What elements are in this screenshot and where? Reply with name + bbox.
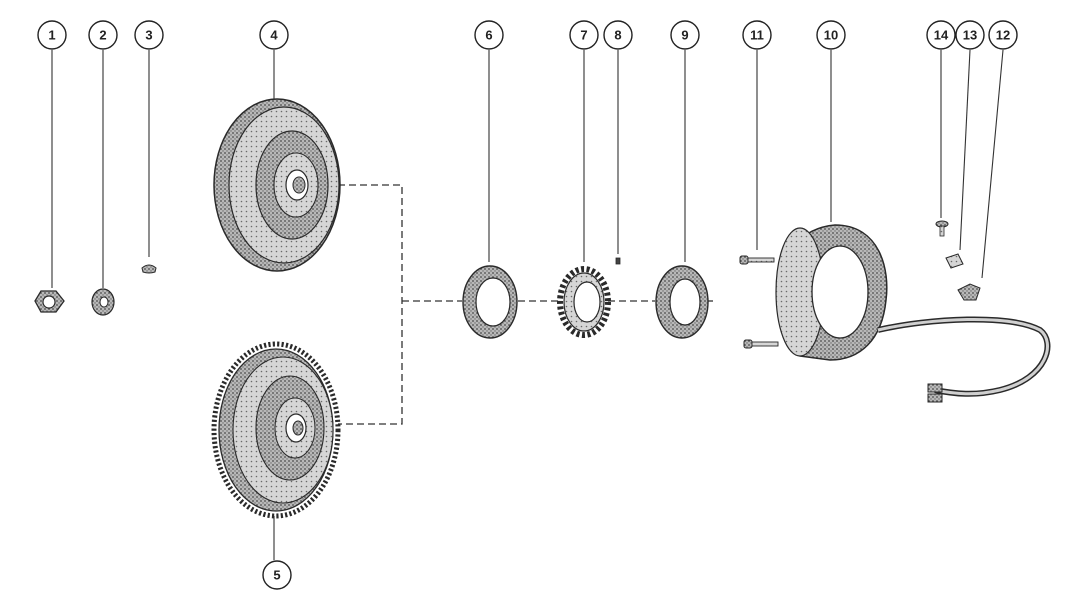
callout-7-label: 7	[580, 28, 587, 43]
part-5-flywheel-ring-gear	[211, 341, 341, 519]
callout-13: 13	[955, 20, 985, 50]
callout-3-label: 3	[145, 28, 152, 43]
part-13-lock-washer	[945, 253, 964, 269]
callout-12-label: 12	[996, 28, 1010, 43]
callout-11: 11	[742, 20, 772, 50]
callout-1: 1	[37, 20, 67, 50]
callout-8: 8	[603, 20, 633, 50]
part-10-stator-coil	[775, 224, 1051, 403]
callout-2: 2	[88, 20, 118, 50]
part-6-seal-ring	[462, 265, 518, 339]
callout-4: 4	[259, 20, 289, 50]
part-12-clamp	[957, 283, 981, 301]
callout-9-label: 9	[681, 28, 688, 43]
callout-6: 6	[474, 20, 504, 50]
callout-4-label: 4	[270, 28, 278, 43]
callout-5-label: 5	[273, 568, 280, 583]
callout-2-label: 2	[99, 28, 106, 43]
leader-lines	[51, 49, 1004, 560]
part-14-screw	[935, 220, 949, 237]
callout-6-label: 6	[485, 28, 492, 43]
part-2-washer	[91, 288, 115, 316]
callout-10: 10	[816, 20, 846, 50]
callout-8-label: 8	[614, 28, 621, 43]
part-1-nut	[34, 290, 65, 313]
part-7-serrated-ring	[557, 266, 611, 338]
callout-5: 5	[262, 560, 292, 590]
callout-3: 3	[134, 20, 164, 50]
callout-9: 9	[670, 20, 700, 50]
callout-14: 14	[926, 20, 956, 50]
callout-11-label: 11	[750, 28, 764, 43]
callout-1-label: 1	[48, 28, 55, 43]
part-3-key	[141, 264, 157, 274]
callout-12: 12	[988, 20, 1018, 50]
part-9-washer	[655, 265, 709, 339]
callout-13-label: 13	[963, 28, 977, 43]
part-8-pin	[615, 257, 621, 265]
part-4-flywheel	[213, 98, 341, 272]
callout-10-label: 10	[824, 28, 838, 43]
callout-7: 7	[569, 20, 599, 50]
part-11-screws	[739, 255, 779, 349]
callout-14-label: 14	[934, 28, 949, 43]
